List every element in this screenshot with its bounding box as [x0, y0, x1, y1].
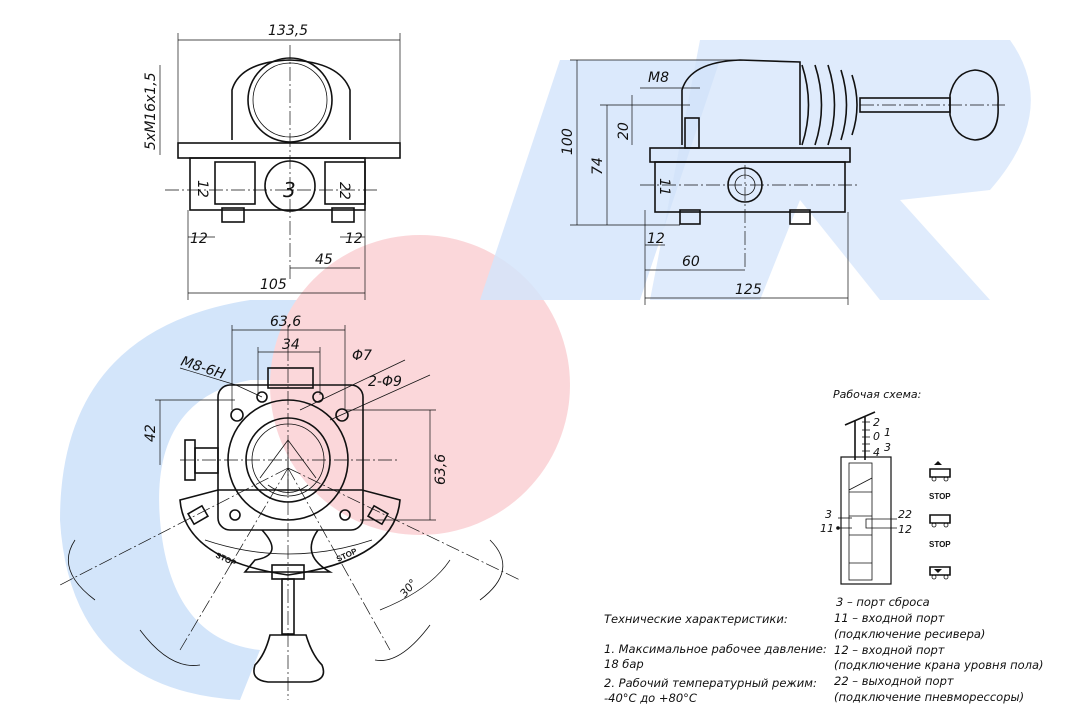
- top-view: 133,5 5xM16x1,5 12 3 22 12 12 45 105: [143, 23, 401, 300]
- ports-legend-4: (подключение крана уровня пола): [834, 658, 1044, 672]
- dim-12: 12: [647, 231, 665, 247]
- schema-port-11: 11: [820, 522, 834, 535]
- dim-45: 45: [315, 252, 333, 268]
- schema-pos-2: 2: [873, 416, 880, 429]
- spec-1-label: 1. Максимальное рабочее давление:: [604, 642, 827, 656]
- ports-legend-1: 11 – входной порт: [834, 611, 945, 625]
- schema-title: Рабочая схема:: [833, 388, 921, 401]
- spec-2-label: 2. Рабочий температурный режим:: [604, 676, 817, 690]
- stop-label-left: STOP: [214, 551, 238, 569]
- side-view: M8 20 100 74 11 12 60 125: [560, 59, 1005, 305]
- schema-stop-2: STOP: [929, 540, 951, 549]
- dim-105: 105: [260, 277, 287, 293]
- trailer-lower-icon: [929, 566, 951, 580]
- port-label-22: 22: [336, 182, 352, 200]
- dim-12-left: 12: [190, 231, 208, 247]
- dim-20: 20: [616, 122, 632, 140]
- schema-pos-3: 3: [884, 441, 891, 454]
- dim-60: 60: [682, 254, 700, 270]
- dim-100: 100: [560, 128, 576, 155]
- dim-42: 42: [143, 424, 159, 442]
- trailer-raise-icon: [929, 461, 951, 482]
- schema-pos-0: 0: [873, 430, 880, 443]
- schema-pos-1: 1: [884, 426, 891, 439]
- schema-port-12: 12: [898, 523, 912, 536]
- dim-63-6-vertical: 63,6: [433, 454, 449, 485]
- ports-legend-5: 22 – выходной порт: [834, 674, 954, 688]
- specs-title: Технические характеристики:: [604, 612, 788, 626]
- ports-legend-6: (подключение пневморессоры): [834, 690, 1025, 704]
- dim-63-6-horizontal: 63,6: [270, 314, 301, 330]
- schema-stop-1: STOP: [929, 492, 951, 501]
- dim-34: 34: [282, 337, 300, 353]
- ports-legend-0: 3 – порт сброса: [836, 595, 930, 609]
- dim-125: 125: [735, 282, 762, 298]
- schema-port-22: 22: [898, 508, 912, 521]
- dim-width: 133,5: [268, 23, 308, 39]
- front-view: 63,6 34 M8-6H Φ7 2-Φ9 42 63,6 30° STOP S…: [59, 314, 521, 700]
- port-label-3: 3: [283, 178, 296, 202]
- hole-2phi9: 2-Φ9: [368, 374, 402, 390]
- working-schema: Рабочая схема: 2 1 0 3 4 3 11 22 12 STOP…: [820, 388, 951, 585]
- schema-pos-4: 4: [873, 446, 880, 459]
- ports-legend-3: 12 – входной порт: [834, 643, 945, 657]
- spec-2-value: -40°С до +80°С: [604, 691, 697, 705]
- dim-74: 74: [590, 157, 606, 175]
- dim-m8: M8: [648, 70, 669, 86]
- ports-legend-2: (подключение ресивера): [834, 627, 986, 641]
- trailer-neutral-icon: [929, 514, 951, 528]
- dim-12-right: 12: [345, 231, 363, 247]
- hole-phi7: Φ7: [352, 348, 372, 364]
- spec-1-value: 18 бар: [604, 657, 644, 671]
- angle-30: 30°: [397, 577, 419, 600]
- dim-thread: 5xM16x1,5: [143, 72, 159, 150]
- port-label-12: 12: [194, 180, 210, 198]
- port-label-11: 11: [656, 178, 672, 196]
- schema-port-3: 3: [825, 508, 832, 521]
